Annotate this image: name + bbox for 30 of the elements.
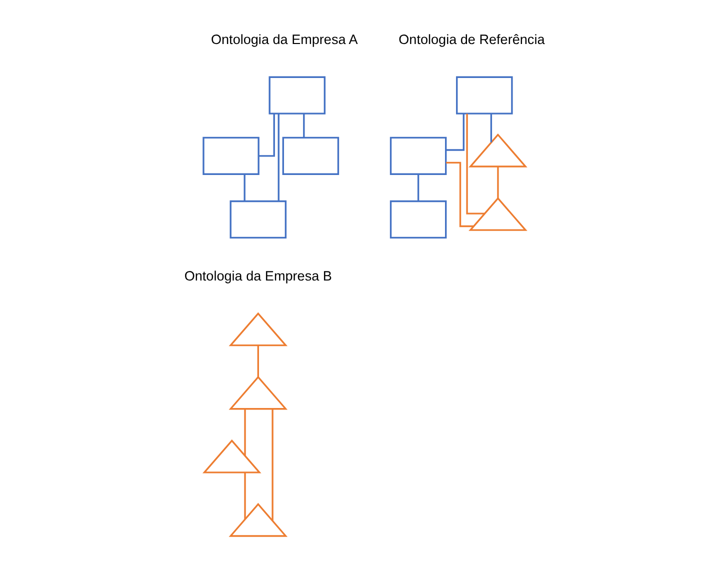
node-triangle [228,502,288,537]
connector [271,408,273,521]
connector [490,114,492,142]
connector [277,114,279,202]
node-box [456,76,512,114]
node-box [268,76,326,114]
connector [244,409,246,456]
connector [302,114,304,138]
node-box [202,136,259,175]
connector [496,166,498,198]
label: Ontologia de Referência [398,32,544,47]
connector [416,174,419,202]
connector [258,114,274,157]
connector [446,162,473,228]
connector [466,114,484,214]
node-triangle [468,197,527,231]
connector [256,346,258,377]
node-box [229,200,286,239]
node-box [389,136,446,175]
node-triangle [228,312,288,346]
node-box [282,136,339,175]
node-triangle [228,376,288,410]
node-box [389,200,446,239]
label: Ontologia da Empresa A [210,32,358,47]
label: Ontologia da Empresa B [184,268,332,284]
connector [446,114,464,151]
node-triangle [202,439,261,474]
connector [243,174,245,202]
node-triangle [468,133,527,168]
connector [244,472,246,520]
